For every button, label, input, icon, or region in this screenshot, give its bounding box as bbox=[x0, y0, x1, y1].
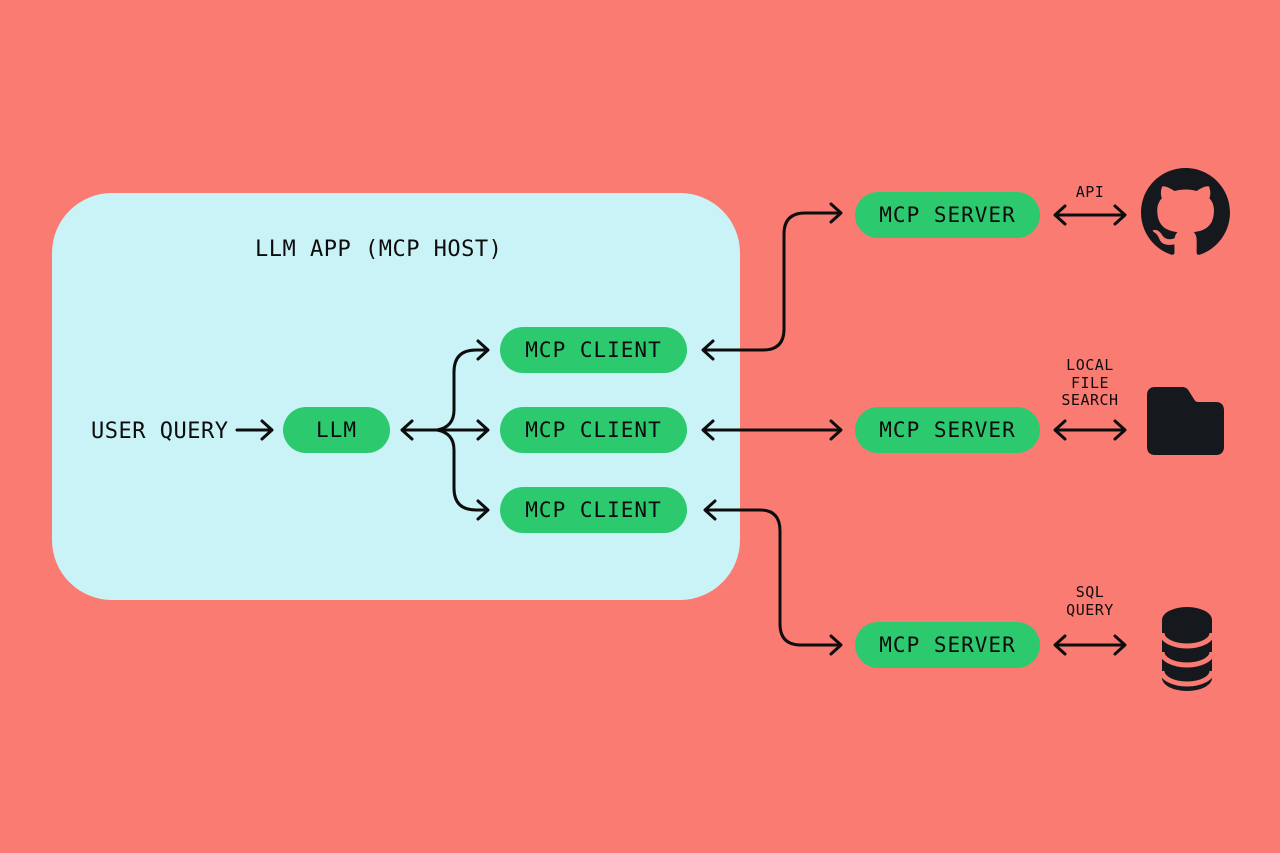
llm-node-label: LLM bbox=[316, 418, 357, 442]
mcp-client-1-label: MCP CLIENT bbox=[525, 338, 662, 362]
mcp-client-node-3: MCP CLIENT bbox=[500, 487, 687, 533]
database-icon bbox=[1162, 607, 1212, 691]
mcp-client-node-2: MCP CLIENT bbox=[500, 407, 687, 453]
github-icon bbox=[1141, 168, 1230, 255]
user-query-label: USER QUERY bbox=[91, 419, 229, 444]
mcp-server-1-label: MCP SERVER bbox=[879, 203, 1016, 227]
mcp-client-3-label: MCP CLIENT bbox=[525, 498, 662, 522]
arrow-server2-to-file-search bbox=[1053, 419, 1127, 441]
local-file-search-label: LOCAL FILE SEARCH bbox=[1061, 356, 1119, 409]
mcp-client-2-label: MCP CLIENT bbox=[525, 418, 662, 442]
mcp-server-node-3: MCP SERVER bbox=[855, 622, 1040, 668]
api-label: API bbox=[1075, 183, 1105, 201]
sql-query-label: SQL QUERY bbox=[1066, 583, 1114, 619]
mcp-server-node-2: MCP SERVER bbox=[855, 407, 1040, 453]
mcp-client-node-1: MCP CLIENT bbox=[500, 327, 687, 373]
mcp-server-3-label: MCP SERVER bbox=[879, 633, 1016, 657]
folder-icon bbox=[1147, 387, 1224, 455]
arrow-server3-to-sql bbox=[1053, 634, 1127, 656]
host-box-title: LLM APP (MCP HOST) bbox=[255, 237, 503, 262]
mcp-server-node-1: MCP SERVER bbox=[855, 192, 1040, 238]
mcp-server-2-label: MCP SERVER bbox=[879, 418, 1016, 442]
arrow-server1-to-api bbox=[1053, 204, 1127, 226]
llm-node: LLM bbox=[283, 407, 390, 453]
